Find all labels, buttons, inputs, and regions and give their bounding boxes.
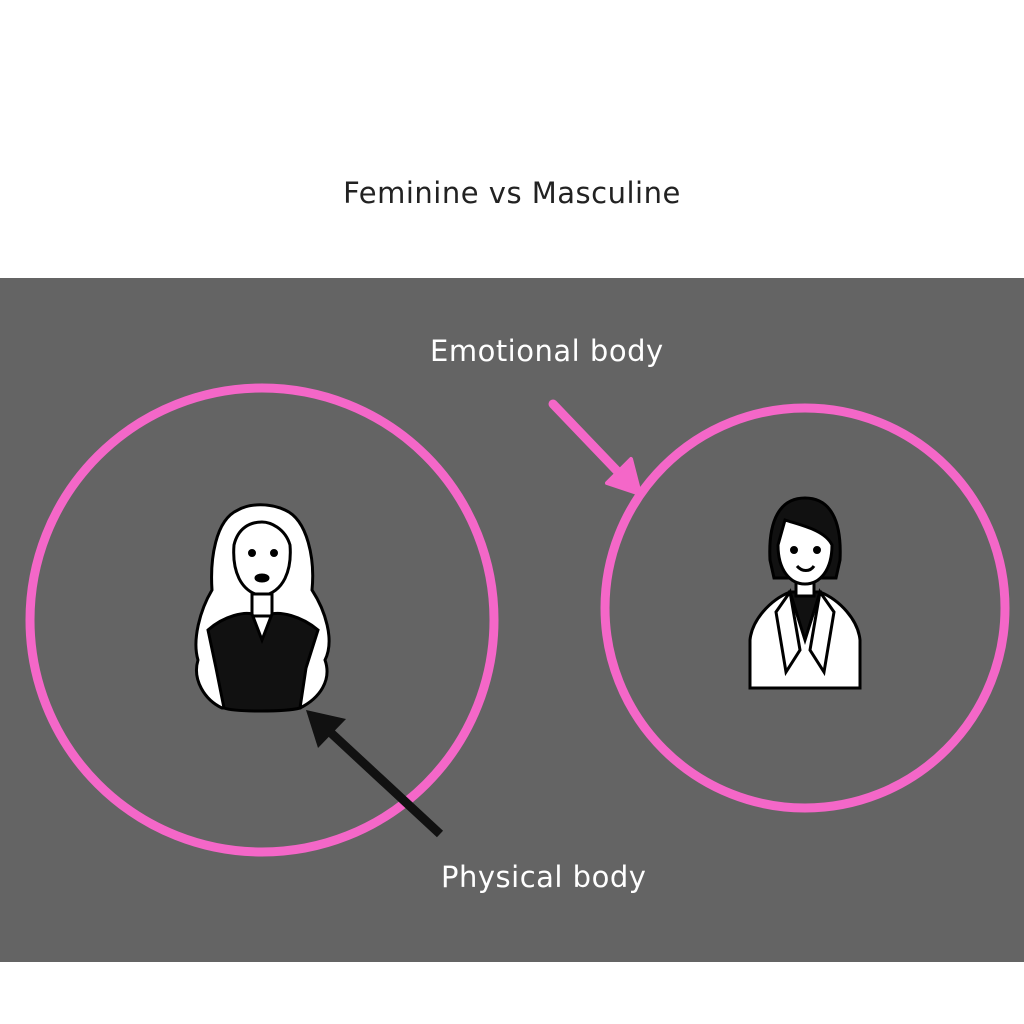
physical-body-label: Physical body	[441, 860, 647, 894]
physical-arrow-icon	[306, 710, 444, 838]
feminine-circle	[25, 383, 499, 857]
woman-icon	[194, 503, 331, 713]
man-icon	[748, 496, 862, 690]
emotional-arrow-icon	[548, 399, 642, 496]
diagram-title: Feminine vs Masculine	[343, 176, 681, 210]
masculine-circle	[600, 403, 1010, 813]
emotional-body-label: Emotional body	[430, 334, 664, 368]
